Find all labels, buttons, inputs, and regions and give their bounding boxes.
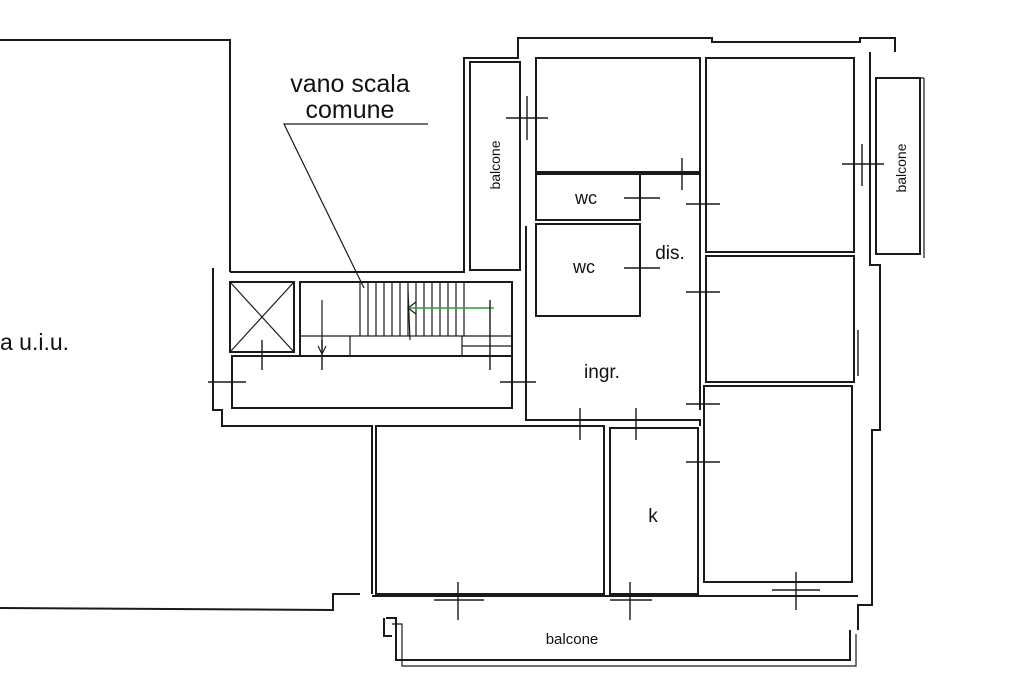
entrance-label: ingr.: [584, 362, 620, 383]
neighbor-unit-outline: [0, 39, 360, 612]
neighbor-unit-label: a u.i.u.: [0, 329, 69, 355]
outer-walls: [212, 37, 896, 637]
kitchen-label: k: [648, 506, 658, 527]
stairwell: [299, 281, 513, 357]
kitchen-room: [609, 427, 699, 595]
room-top-left: [535, 57, 701, 173]
stair-label-line1: vano scala: [290, 70, 410, 98]
wc-top-room: [535, 173, 641, 221]
landing: [231, 355, 513, 409]
openings: [208, 96, 884, 620]
right-balcony-outline: [875, 77, 921, 255]
stair-core: [229, 281, 513, 409]
left-balcony-outline: [469, 61, 521, 271]
wc-bottom-room: [535, 223, 641, 317]
room-top-right: [705, 57, 855, 253]
balcony-right-label: balcone: [893, 143, 909, 192]
room-bottom-left: [375, 425, 605, 595]
wc-top-label: wc: [574, 188, 597, 208]
room-mid-right: [705, 255, 855, 383]
stair-label-line2: comune: [306, 96, 395, 124]
stair-label-leader: [283, 123, 428, 289]
interior-walls: [372, 57, 925, 667]
balcony-left-label: balcone: [487, 140, 503, 189]
hallway-label: dis.: [655, 243, 685, 264]
wc-bottom-label: wc: [572, 257, 595, 277]
balcony-bottom-label: balcone: [546, 631, 599, 648]
room-bottom-right: [703, 385, 853, 583]
